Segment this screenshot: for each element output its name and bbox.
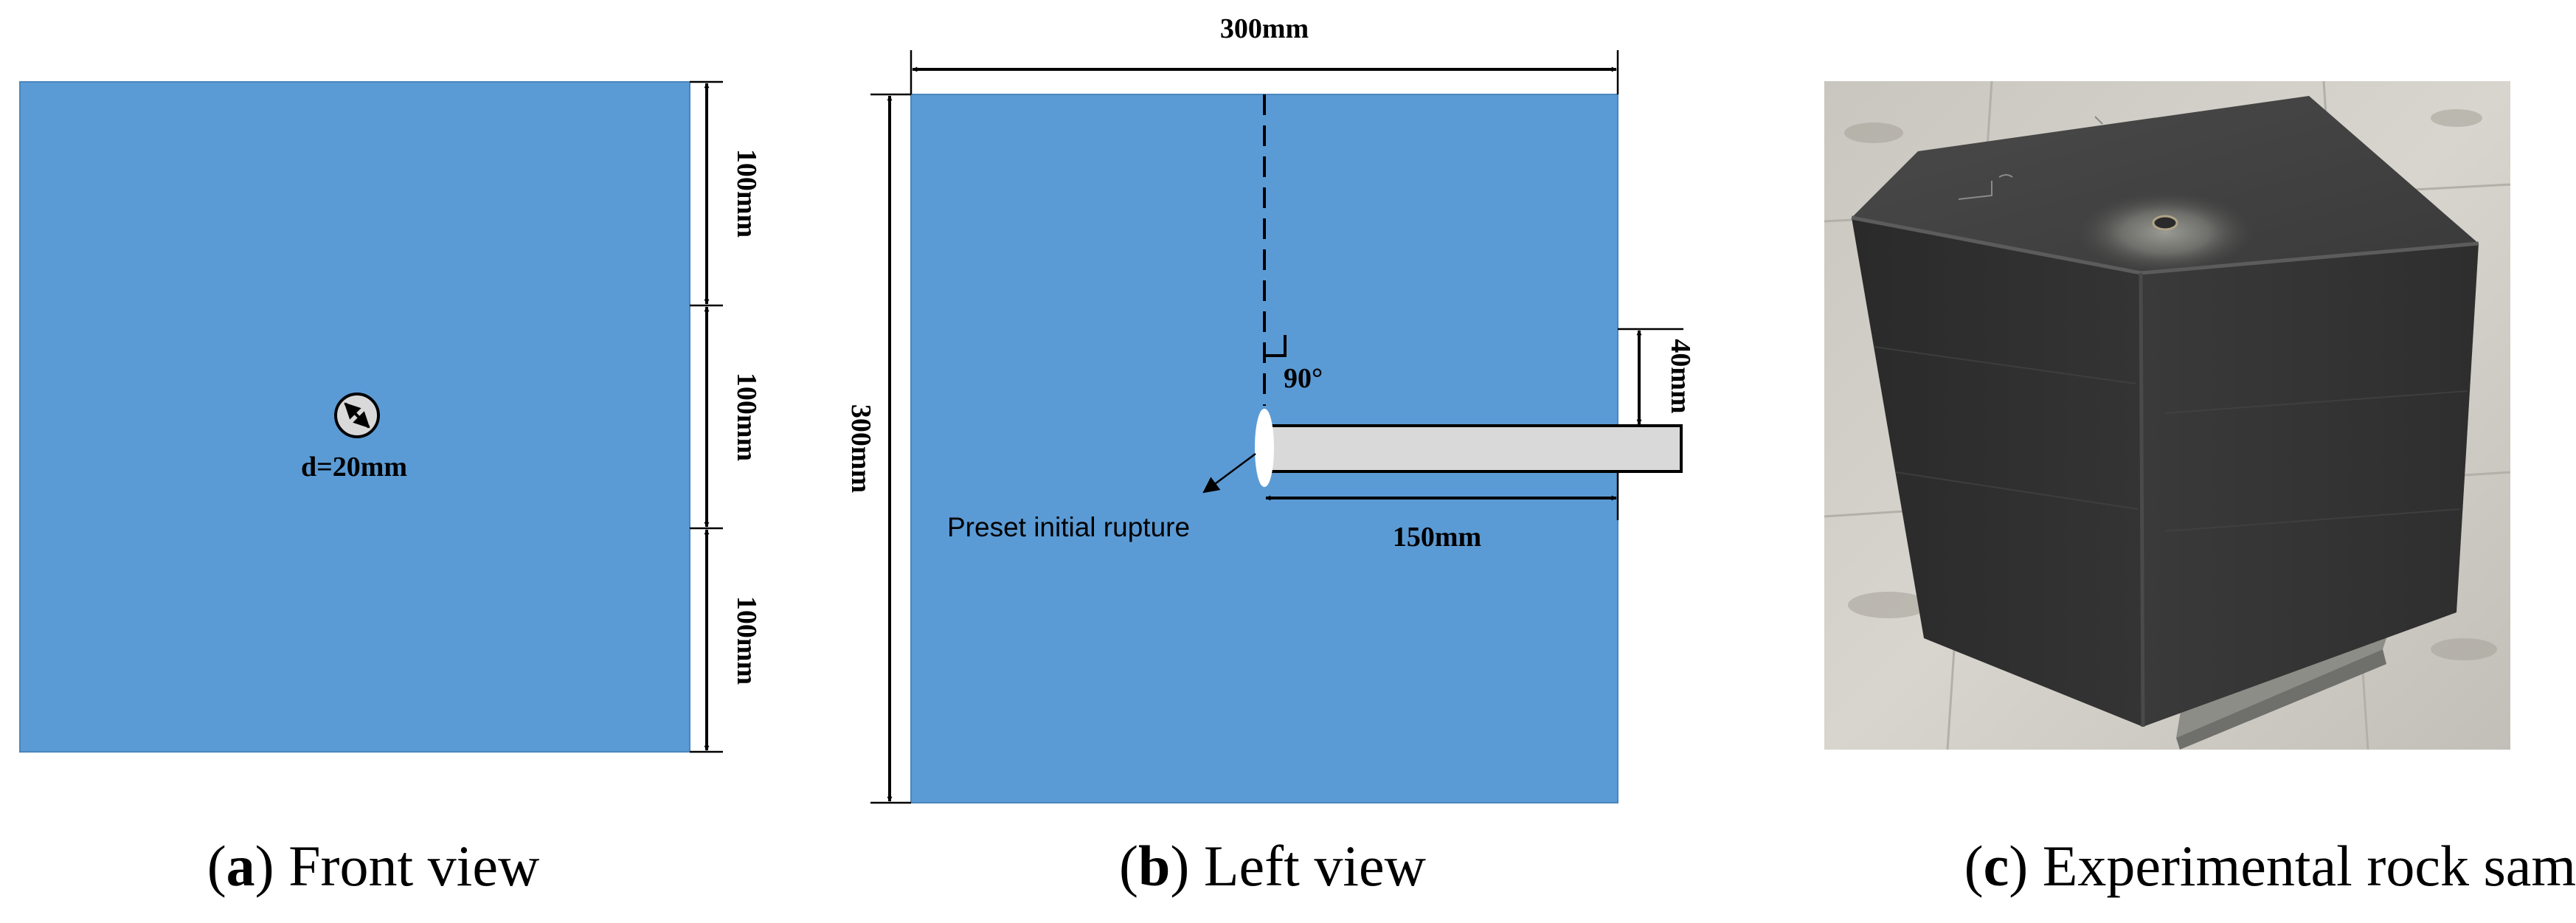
base-plate-edge — [2176, 649, 2386, 750]
rock-saw-lines — [1873, 346, 2468, 532]
floor-scuffs — [1844, 109, 2497, 660]
left-dim-offset-label: 40mm — [1665, 339, 1696, 413]
rock-left-face — [1852, 218, 2143, 727]
angle-label: 90° — [1284, 363, 1323, 394]
rupture-label: Preset initial rupture — [947, 512, 1190, 542]
caption-c: (c) Experimental rock sample — [1964, 834, 2576, 898]
caption-b: (b) Left view — [1119, 834, 1426, 898]
caption-a-text: Front view — [288, 834, 539, 898]
rock-right-face — [2141, 243, 2479, 727]
hole-diameter-label: d=20mm — [301, 452, 407, 483]
front-dim-middle-label: 100mm — [731, 373, 762, 461]
borehole-bar — [1263, 424, 1683, 473]
rock-crater — [2077, 192, 2254, 273]
front-dim-bottom-label: 100mm — [731, 596, 762, 685]
caption-c-letter: c — [1984, 834, 2009, 898]
initial-rupture-ellipse — [1255, 409, 1274, 487]
diameter-arrow — [344, 402, 370, 429]
rock-crater-hole — [2152, 215, 2178, 231]
chalk-marks — [1958, 116, 2103, 200]
caption-b-letter: b — [1138, 834, 1170, 898]
rock-top-face — [1852, 96, 2479, 273]
caption-a: (a) Front view — [207, 834, 540, 898]
caption-a-letter: a — [226, 834, 255, 898]
rupture-leader-arrow — [1202, 452, 1256, 494]
rock-sample-photo: (c) Experimental rock sample — [1824, 81, 2576, 898]
left-view: 300mm 300mm 90° Preset initial rupture 4… — [845, 13, 1696, 898]
caption-b-text: Left view — [1204, 834, 1426, 898]
left-dim-height-label: 300mm — [845, 404, 876, 493]
rock-vertical-edge — [2139, 272, 2145, 727]
front-view: 100mm 100mm 100mm d=20mm (a) Front view — [19, 80, 762, 898]
caption-c-text: Experimental rock sample — [2043, 834, 2576, 898]
left-dim-length-label: 150mm — [1393, 522, 1481, 553]
front-dim-top-label: 100mm — [731, 149, 762, 238]
left-dim-width-label: 300mm — [1220, 13, 1309, 44]
right-angle-mark — [1264, 335, 1287, 357]
